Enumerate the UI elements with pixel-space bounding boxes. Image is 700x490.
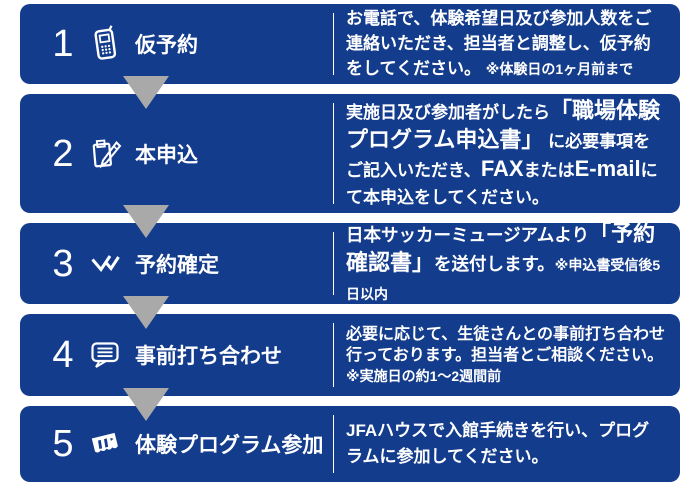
double-check-icon (86, 245, 124, 283)
step-number: 4 (52, 334, 74, 376)
down-arrow (0, 205, 700, 238)
description-note: ※体験日の1ヶ月前まで (485, 61, 634, 77)
step-description: JFAハウスで入館手続きを行い、プログラムに参加してください。 (334, 418, 680, 470)
description-text: 実施日及び参加者がしたら (346, 102, 550, 122)
step-title: 本申込 (135, 143, 198, 167)
divider (333, 415, 334, 473)
mobile-phone-icon (86, 25, 124, 63)
step-5-left: 5 体験プログラム参加 (20, 425, 333, 463)
step-description: 実施日及び参加者がしたら「職場体験プログラム申込書」 に必要事項をご記入いただき… (334, 97, 680, 211)
step-number: 2 (52, 132, 74, 175)
step-1-left: 1 仮予約 (20, 25, 333, 63)
description-text: 必要に応じて、生徒さんとの事前打ち合わせ行っております。担当者とご相談ください。 (346, 325, 666, 364)
step-2-left: 2 本申込 (20, 135, 333, 173)
step-5: 5 体験プログラム参加 JFAハウスで入館手続きを行い、プログラムに参加してくだ… (20, 406, 680, 482)
down-arrow (0, 296, 700, 329)
description-emphasis: FAX (480, 155, 524, 181)
description-text: 日本サッカーミュージアムより (346, 224, 590, 245)
description-text: お電話で、体験希望日及び参加人数をご連絡いただき、担当者と調整し、仮予約をしてく… (346, 9, 652, 78)
speech-bubble-icon (86, 336, 124, 374)
step-4-left: 4 事前打ち合わせ (20, 336, 333, 374)
step-number: 5 (52, 423, 74, 465)
down-arrow (0, 76, 700, 109)
description-text: JFAハウスで入館手続きを行い、プログラムに参加してください。 (346, 421, 650, 466)
description-text: にて本申込をしてください。 (346, 160, 658, 207)
divider (333, 232, 334, 295)
divider (333, 13, 334, 75)
step-1: 1 仮予約 (20, 4, 680, 84)
description-emphasis: E-mail (574, 155, 641, 181)
step-number: 1 (52, 23, 74, 65)
step-title: 予約確定 (135, 253, 219, 277)
description-text: または (523, 160, 575, 180)
description-text: を送付します。 (434, 253, 555, 274)
step-title: 事前打ち合わせ (135, 345, 282, 368)
step-4: 4 事前打ち合わせ 必要に応じて、生徒さんとの事前打ち合わせ行っております。担当… (20, 314, 680, 396)
description-text: に必要事項をご記入いただき、 (346, 131, 651, 180)
step-description: 日本サッカーミュージアムより「予約確認書」を送付します。※申込書受信後5日以内 (334, 220, 680, 308)
step-3: 3 予約確定 日本サッカーミュージアムより「予約確認書」を送付します。※申込書受… (20, 221, 680, 304)
step-2: 2 本申込 実施日及び参加者がしたら「職場体験プログラム申込書」 に必要事項をご… (20, 94, 680, 213)
step-title: 体験プログラム参加 (135, 434, 324, 457)
down-arrow (0, 388, 700, 421)
description-note: ※実施日の約1～2週間前 (346, 367, 502, 384)
divider (333, 323, 334, 387)
ticket-icon (86, 425, 124, 463)
step-3-left: 3 予約確定 (20, 245, 333, 283)
step-number: 3 (52, 242, 74, 285)
step-description: 必要に応じて、生徒さんとの事前打ち合わせ行っております。担当者とご相談ください。… (334, 324, 680, 387)
step-description: お電話で、体験希望日及び参加人数をご連絡いただき、担当者と調整し、仮予約をしてく… (334, 6, 680, 82)
step-title: 仮予約 (135, 34, 198, 57)
description-emphasis: 「予約確認書」 (346, 220, 656, 275)
divider (333, 103, 334, 204)
description-emphasis: 「職場体験プログラム申込書」 (346, 97, 661, 152)
description-note: ※申込書受信後5日以内 (346, 256, 661, 302)
clipboard-pencil-icon (86, 135, 124, 173)
